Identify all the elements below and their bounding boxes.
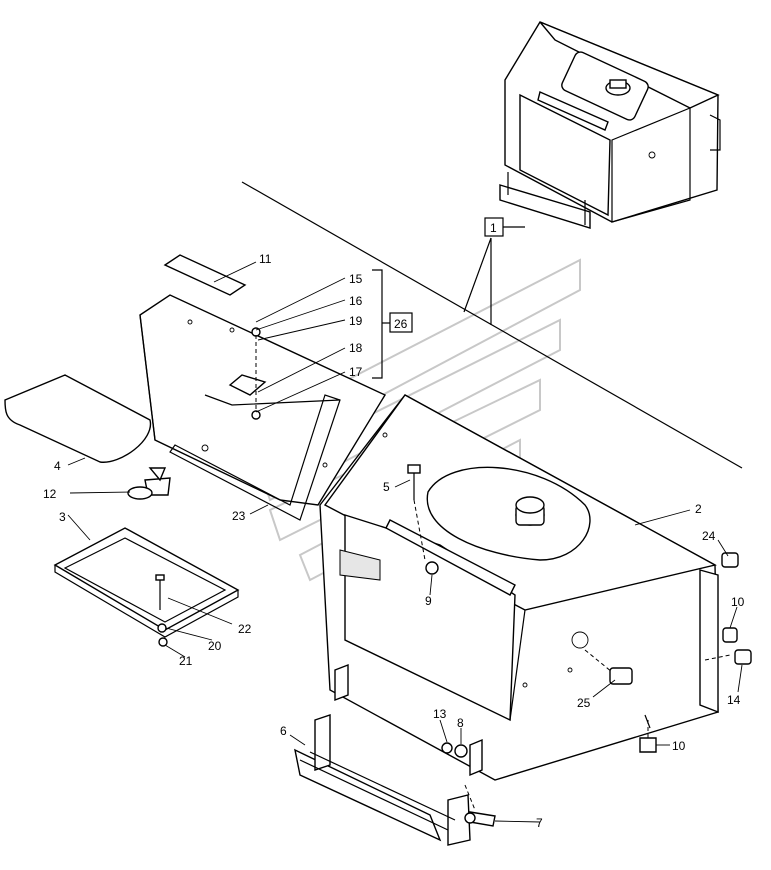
callout-24: 24 xyxy=(702,529,716,543)
bolt-5 xyxy=(407,464,439,575)
callout-22: 22 xyxy=(238,622,252,636)
callout-labels: 2 3 4 5 6 7 8 9 10 10 11 12 13 14 15 16 … xyxy=(43,252,745,830)
callout-26: 26 xyxy=(394,317,408,331)
callout-23: 23 xyxy=(232,509,246,523)
drain-plug-10 xyxy=(639,720,657,753)
callout-11: 11 xyxy=(259,252,272,266)
callout-10-upper: 10 xyxy=(731,595,745,609)
callout-6: 6 xyxy=(280,724,287,738)
washer-8 xyxy=(454,744,468,758)
callout-20: 20 xyxy=(208,639,222,653)
pad-4 xyxy=(4,374,152,463)
tray-3 xyxy=(53,527,240,638)
callout-26-box xyxy=(389,312,413,333)
callout-3: 3 xyxy=(59,510,66,524)
fitting-25 xyxy=(584,649,633,685)
callout-21: 21 xyxy=(179,654,193,668)
callout-15: 15 xyxy=(349,272,363,286)
left-cover-panel xyxy=(139,294,388,506)
callout-5: 5 xyxy=(383,480,390,494)
callout-17: 17 xyxy=(349,365,363,379)
section-divider-line xyxy=(241,181,743,469)
latch-12 xyxy=(127,467,171,500)
callout-25: 25 xyxy=(577,696,591,710)
callout-7: 7 xyxy=(536,816,543,830)
callout-2: 2 xyxy=(695,502,702,516)
callout-19: 19 xyxy=(349,314,363,328)
latch-assembly xyxy=(204,327,341,420)
callout-18: 18 xyxy=(349,341,363,355)
bolt-7 xyxy=(464,784,496,827)
seal-strip xyxy=(169,394,341,521)
callout-16: 16 xyxy=(349,294,363,308)
callout-14: 14 xyxy=(727,693,741,707)
callout-10-lower: 10 xyxy=(672,739,686,753)
step-bracket-6 xyxy=(294,714,471,846)
callout-8: 8 xyxy=(457,716,464,730)
assembled-tank-view xyxy=(499,21,721,229)
washer-13 xyxy=(441,742,453,754)
callout-12: 12 xyxy=(43,487,57,501)
callout-1: 1 xyxy=(490,221,497,235)
leader-1a xyxy=(463,237,492,313)
callout-9: 9 xyxy=(425,594,432,608)
group-bracket xyxy=(372,269,383,379)
leader-lines xyxy=(67,261,743,823)
plate-11 xyxy=(163,254,247,296)
callout-13: 13 xyxy=(433,707,447,721)
callout-4: 4 xyxy=(54,459,61,473)
